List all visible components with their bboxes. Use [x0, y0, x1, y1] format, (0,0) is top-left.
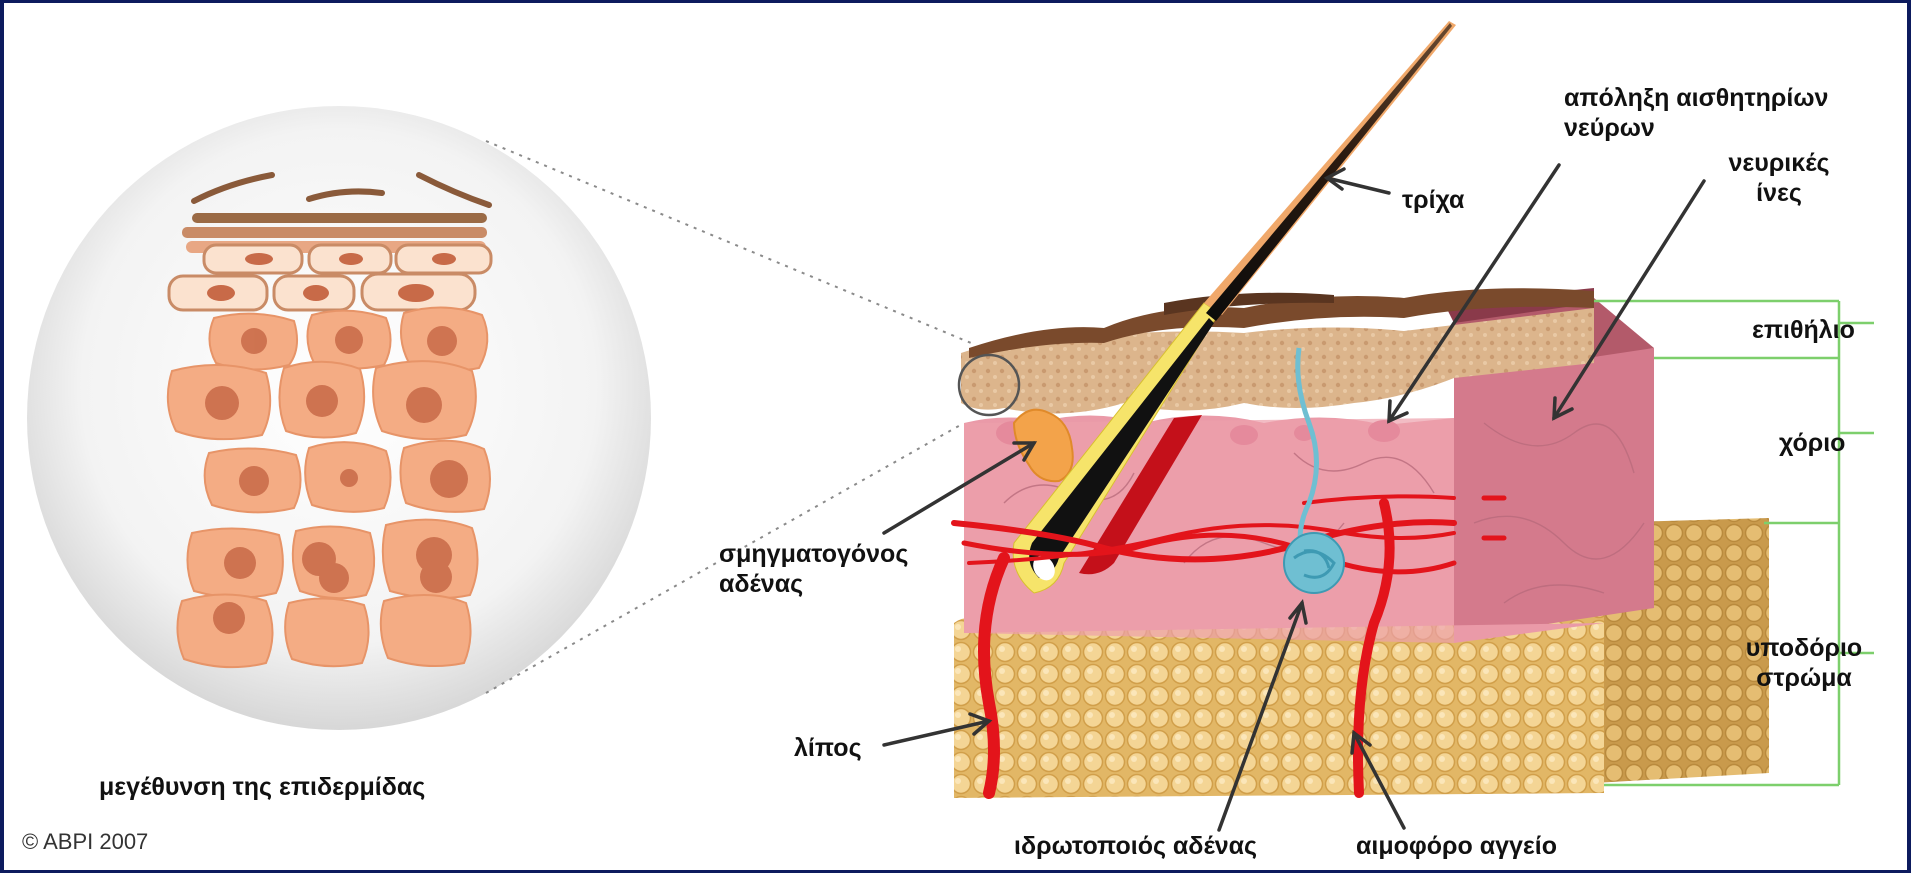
label-nerve-fibers: νευρικές ίνες: [1719, 148, 1839, 208]
label-sebaceous-line2: αδένας: [719, 569, 908, 599]
label-sensory-nerve-endings: απόληξη αισθητηρίων νεύρων: [1564, 83, 1864, 143]
label-nerve-fibers-line1: νευρικές: [1719, 148, 1839, 178]
label-sensory-nerve-endings-line2: νεύρων: [1564, 113, 1864, 143]
label-blood-vessel: αιμοφόρο αγγείο: [1356, 831, 1557, 861]
label-sweat-gland: ιδρωτοποιός αδένας: [1014, 831, 1257, 861]
label-hair: τρίχα: [1402, 185, 1464, 215]
label-sensory-nerve-endings-line1: απόληξη αισθητηρίων: [1564, 83, 1864, 113]
label-epithelium: επιθήλιο: [1752, 315, 1855, 345]
label-dermis: χόριο: [1779, 428, 1845, 458]
label-sebaceous-gland: σμηγματογόνος αδένας: [719, 539, 908, 599]
label-subcutaneous-line1: υποδόριο: [1739, 633, 1869, 663]
diagram-frame: τρίχα απόληξη αισθητηρίων νεύρων νευρικέ…: [4, 3, 1907, 870]
magnified-epidermis: [27, 106, 971, 730]
label-fat: λίπος: [794, 733, 862, 763]
label-nerve-fibers-line2: ίνες: [1719, 178, 1839, 208]
magnification-caption: μεγέθυνση της επιδερμίδας: [99, 773, 425, 802]
label-subcutaneous-line2: στρώμα: [1739, 663, 1869, 693]
copyright-notice: © ABPI 2007: [22, 829, 148, 855]
label-sebaceous-line1: σμηγματογόνος: [719, 539, 908, 569]
label-subcutaneous-layer: υποδόριο στρώμα: [1739, 633, 1869, 693]
